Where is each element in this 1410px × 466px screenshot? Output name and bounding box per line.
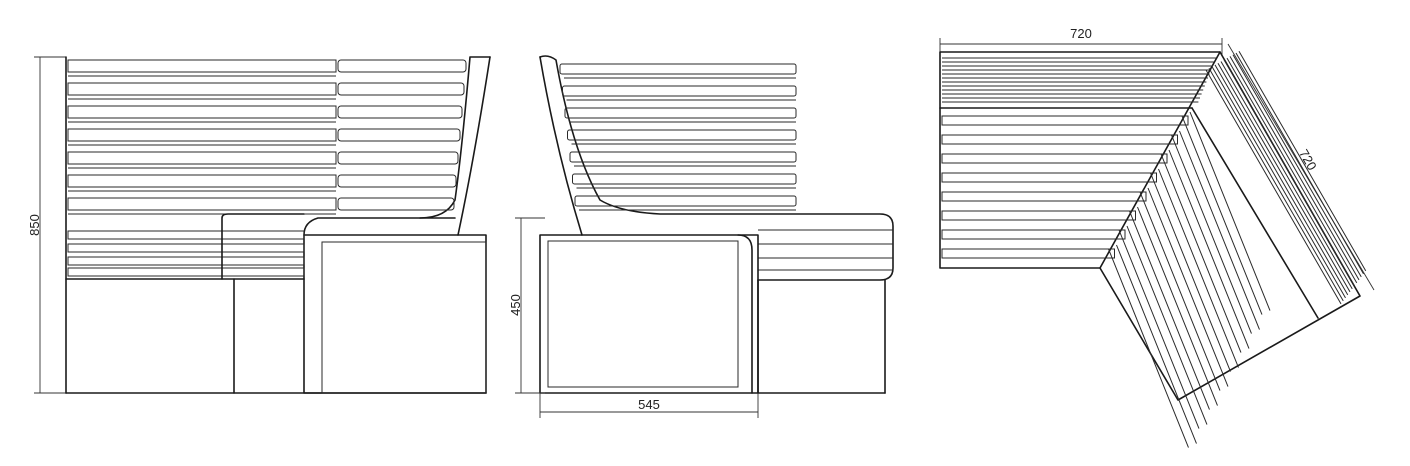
top-seat-slat [941, 229, 1126, 240]
top-diag-back-slat [1211, 66, 1346, 299]
top-diag-seat-slat-edge [1158, 168, 1239, 368]
front-back-slat-right [337, 105, 463, 119]
front-seat-slat [67, 243, 305, 253]
side-back-slat [559, 63, 797, 75]
top-diag-back-slat [1208, 68, 1344, 302]
top-seat-slat [941, 134, 1178, 145]
front-back-slat [67, 151, 337, 165]
top-diag-back-slat [1205, 69, 1342, 305]
side-seat-height-dimension: 450 [508, 294, 523, 316]
top-diag-seat-slat-edge [1179, 130, 1260, 330]
top-diag-seat-slat [1181, 115, 1263, 315]
side-back-slats [559, 63, 797, 211]
front-back-slat-right [337, 82, 465, 96]
front-seat-slat [67, 267, 305, 277]
top-diag-seat-slat-edge [1147, 187, 1229, 387]
top-seat-slat [941, 153, 1168, 164]
front-back-slat-right [337, 151, 459, 165]
side-back-slat [572, 173, 797, 185]
side-back-slat [562, 85, 797, 97]
front-back-slat-right [337, 59, 467, 73]
top-diag-seat-slat [1118, 229, 1200, 429]
front-seat-slat [67, 230, 305, 240]
top-diag-seat-slat-edge [1126, 225, 1208, 425]
top-diag-back-slat [1217, 62, 1351, 293]
top-diag-seat-slat-edge [1189, 111, 1271, 311]
front-back-slat [67, 82, 337, 96]
top-diag-seat-slat [1129, 210, 1210, 410]
side-back-slat [574, 195, 797, 207]
front-back-slats-right [337, 59, 467, 211]
top-diag-back-slat [1229, 56, 1360, 281]
top-diag-seat-slat [1139, 191, 1221, 391]
front-back-slat-right [337, 197, 455, 211]
top-seat-slat [941, 191, 1147, 202]
top-diag-back-slat [1232, 54, 1362, 278]
top-diag-back-slat [1223, 59, 1355, 287]
top-diag-seat-slat [1108, 248, 1189, 448]
top-horizontal-slats [941, 57, 1216, 259]
side-depth-dimension: 545 [638, 397, 660, 412]
top-diag-seat-slat-edge [1168, 149, 1250, 349]
top-diagonal-slats [1108, 51, 1367, 448]
front-back-slat-right [337, 174, 457, 188]
top-diag-back-slat [1238, 51, 1367, 272]
top-seat-slat [941, 248, 1115, 259]
side-view: 450 545 [508, 55, 894, 418]
top-width-dimension: 720 [1070, 26, 1092, 41]
top-diagonal-dimension: 720 [1296, 147, 1320, 173]
side-back-slat [567, 129, 797, 141]
front-back-slat [67, 128, 337, 142]
front-back-slat [67, 174, 337, 188]
side-back-slat [564, 107, 797, 119]
top-seat-slat [941, 172, 1157, 183]
top-diag-seat-slat [1171, 134, 1252, 334]
top-view: 720 720 [939, 26, 1375, 448]
front-back-slat [67, 59, 337, 73]
side-seat-slats [758, 229, 893, 271]
front-height-dimension: 850 [27, 214, 42, 236]
front-back-slat-right [337, 128, 461, 142]
top-diag-seat-slat-edge [1116, 244, 1197, 444]
top-seat-slat [941, 115, 1189, 126]
top-diag-back-slat [1214, 64, 1349, 296]
front-seat-slats [67, 230, 305, 277]
front-back-slats-left [67, 59, 337, 215]
top-diag-seat-slat-edge [1137, 206, 1218, 406]
top-diag-back-slat [1235, 52, 1364, 275]
side-back-slat [569, 151, 797, 163]
front-view: 850 [27, 56, 491, 394]
front-back-slat [67, 105, 337, 119]
top-diag-back-slat [1220, 61, 1353, 290]
top-diag-back-slat [1226, 57, 1358, 284]
top-seat-slat [941, 210, 1136, 221]
top-diag-seat-slat [1150, 172, 1231, 372]
front-back-slat [67, 197, 337, 211]
front-seat-slat [67, 256, 305, 266]
top-diag-seat-slat [1160, 153, 1242, 353]
